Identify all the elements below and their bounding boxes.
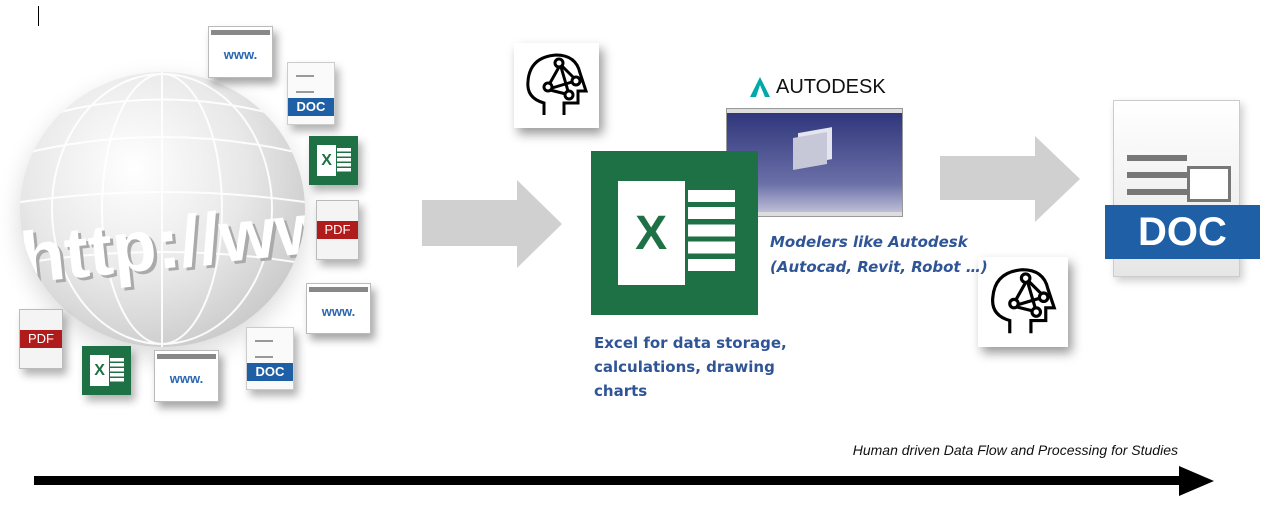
pdf-file-icon: PDF (19, 309, 63, 369)
brain-network-icon (978, 257, 1068, 347)
autodesk-logo: AUTODESK (750, 76, 886, 98)
excel-icon: X (82, 346, 131, 395)
flow-arrow-2 (940, 136, 1080, 222)
excel-logo: X (591, 151, 758, 315)
autodesk-a-icon (750, 77, 770, 97)
timeline-arrow (34, 466, 1214, 496)
globe-icon: http://ww (20, 72, 305, 347)
excel-icon: X (309, 136, 358, 185)
website-icon: www. (208, 26, 273, 78)
cube-model (793, 132, 827, 170)
modelers-note: Modelers like Autodesk (Autocad, Revit, … (770, 233, 988, 276)
website-icon: www. (306, 283, 371, 334)
text-cursor (38, 6, 39, 26)
excel-note: Excel for data storage, calculations, dr… (594, 334, 787, 400)
timeline-label: Human driven Data Flow and Processing fo… (852, 442, 1178, 458)
pdf-file-icon: PDF (316, 200, 359, 260)
flow-arrow-1 (422, 180, 562, 268)
doc-file-icon: DOC (287, 62, 335, 125)
doc-file-icon: DOC (246, 327, 294, 390)
website-icon: www. (154, 350, 219, 402)
doc-output-icon: DOC (1105, 100, 1260, 280)
brain-network-icon (514, 43, 599, 128)
